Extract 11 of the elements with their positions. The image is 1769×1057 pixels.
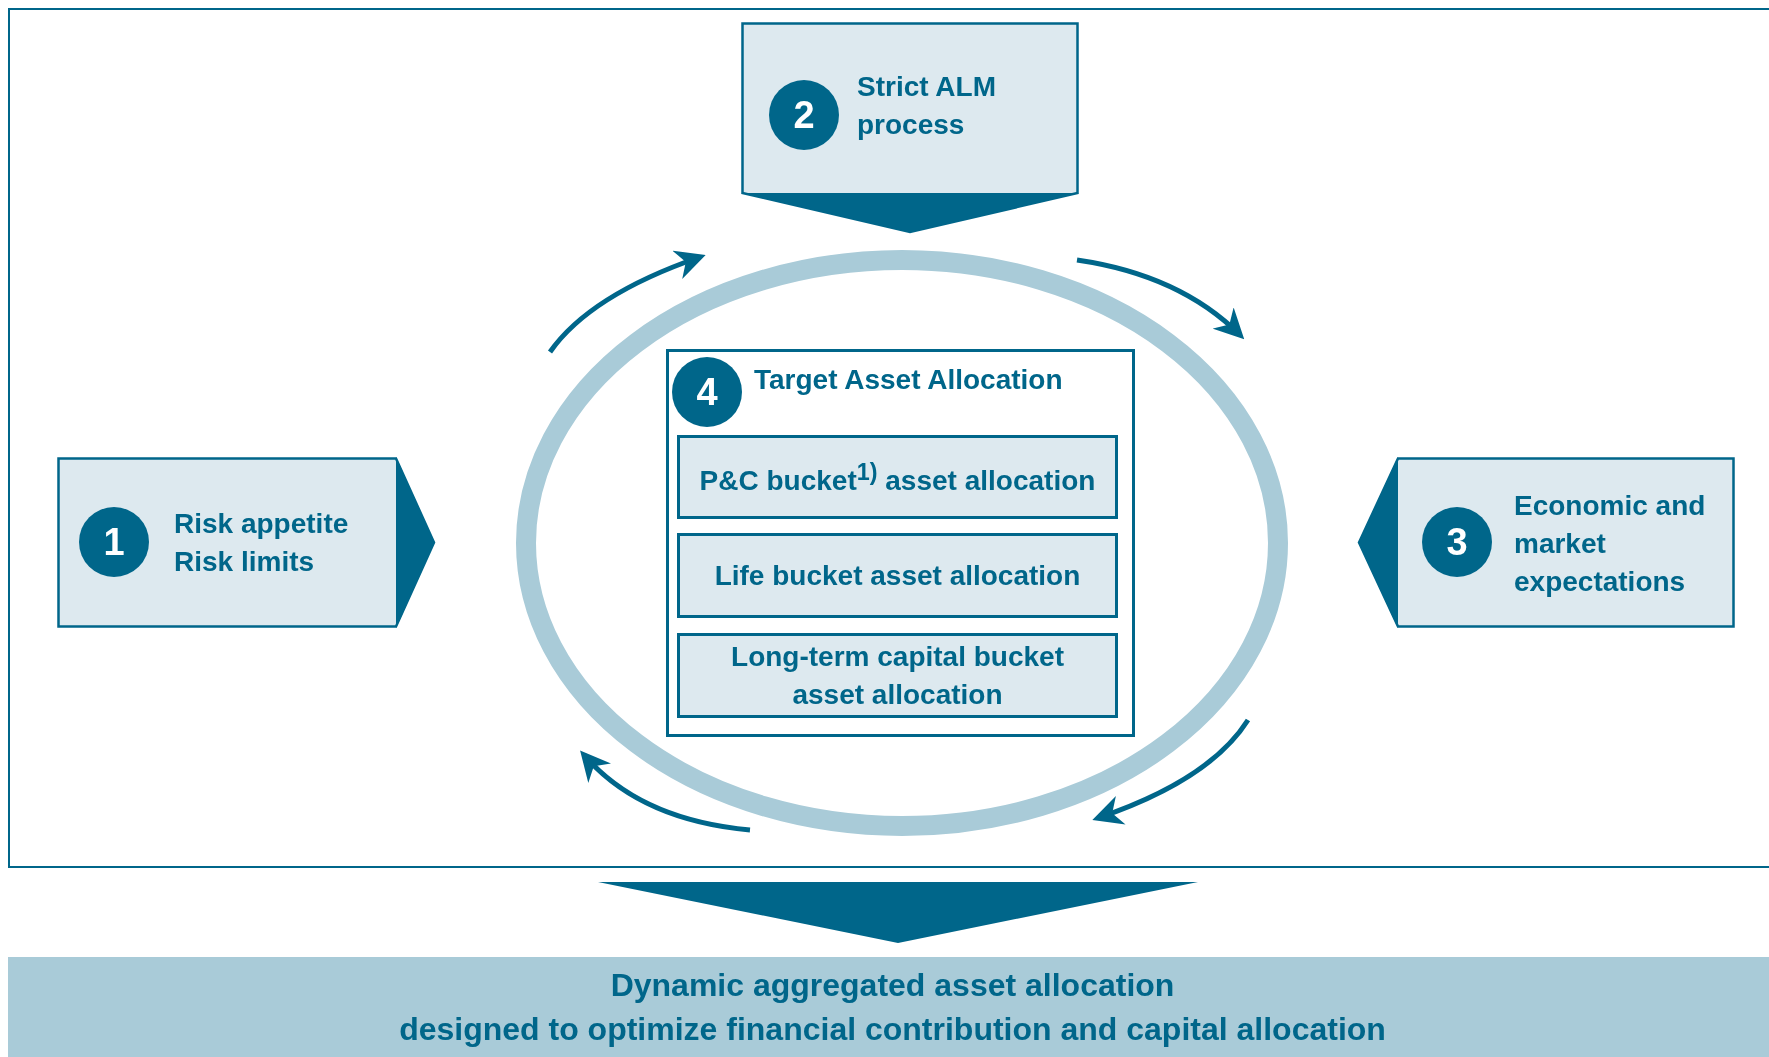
step-label: Strict ALM process	[857, 70, 997, 142]
result-text: designed to optimize financial contribution and capital allocation	[399, 1010, 1386, 1049]
result-band	[8, 957, 1769, 1057]
bucket-box: Life bucket asset allocation	[677, 533, 1118, 618]
bucket-box: Long-term capital bucket asset allocation	[677, 633, 1118, 718]
result-text: Dynamic aggregated asset allocation	[610, 966, 1175, 1005]
step-label: Risk appetite Risk limits	[174, 507, 350, 579]
arrow	[598, 882, 1198, 943]
panel-title: Target Asset Allocation	[754, 363, 1064, 397]
step-label: Economic and market expectations	[1514, 489, 1707, 599]
bucket-box: P&C bucket$^{1)}$ asset allocation	[677, 435, 1118, 519]
